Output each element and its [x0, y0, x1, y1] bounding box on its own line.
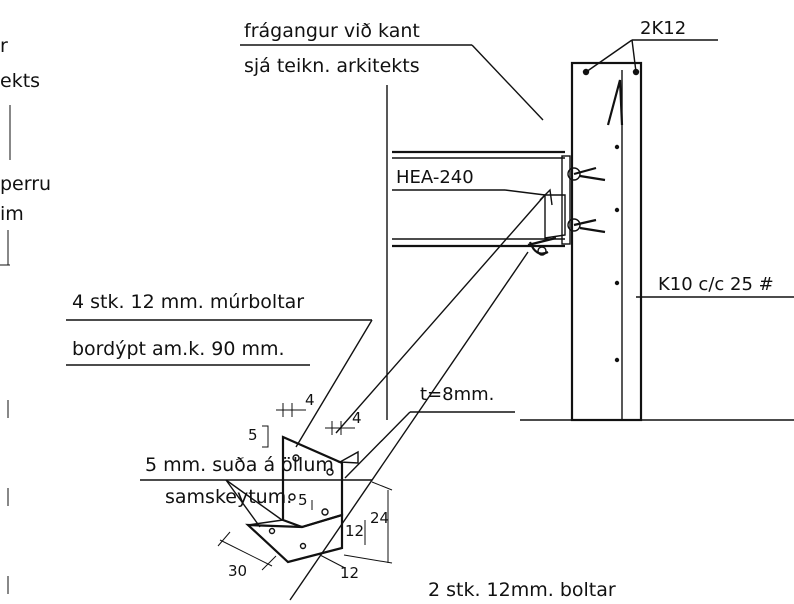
- thickness-label: t=8mm.: [420, 384, 494, 405]
- support-angle: [544, 194, 566, 239]
- anchor-bolt-lower-tail: [573, 218, 606, 234]
- bracket-hole-1: [292, 454, 300, 462]
- hook-bar: [606, 79, 624, 126]
- thickness-leader: [344, 411, 411, 479]
- bottom-bolts-label: 2 stk. 12mm. boltar: [428, 579, 616, 601]
- dim-top-1: 4: [305, 391, 315, 409]
- bracket-hole-4: [321, 508, 329, 516]
- dim-24: 24: [370, 509, 389, 527]
- dim-30-tick-b: [261, 555, 277, 571]
- weld-leader-2: [225, 479, 261, 528]
- beam-label: HEA-240: [396, 167, 474, 188]
- anchor-bolt-upper: [567, 167, 581, 181]
- weld-label-2: samskeytum.: [165, 486, 292, 508]
- dim-24-tick-top: [371, 481, 393, 491]
- left-fragment-2: ekts: [0, 70, 40, 92]
- weld-leader-1: [225, 479, 283, 521]
- dim-24-tick-bottom: [343, 554, 393, 564]
- bracket-back-plate: [281, 435, 344, 529]
- bracket-base-plate: [245, 513, 344, 564]
- leader-long-1: [335, 194, 546, 434]
- bolts-leader: [295, 319, 373, 448]
- end-plate: [561, 155, 571, 245]
- dim-30-line: [219, 539, 273, 567]
- stirrup-label: K10 c/c 25 #: [658, 274, 774, 295]
- bolts-label-2: bordýpt am.k. 90 mm.: [72, 338, 285, 360]
- dim-top-2: 4: [352, 409, 362, 427]
- beam-leader: [504, 189, 546, 196]
- anchor-bolt-upper-tail: [573, 166, 606, 182]
- edge-finish-leader: [471, 44, 544, 121]
- bracket-hole-2: [326, 468, 334, 476]
- bracket-hole-3: [288, 493, 296, 501]
- support-angle-weld: [539, 188, 553, 206]
- weld-triangle: [337, 450, 359, 464]
- dim-12-lower: 12: [340, 564, 359, 582]
- bolts-label-1: 4 stk. 12 mm. múrboltar: [72, 291, 304, 313]
- dim-12-upper: 12: [345, 522, 364, 540]
- rebar-dot-3: [614, 280, 620, 286]
- anchor-bolt-lower: [567, 218, 581, 232]
- rebar-dot-1: [614, 144, 620, 150]
- see-architect-label: sjá teikn. arkitekts: [244, 55, 420, 77]
- rebar-top-label: 2K12: [640, 18, 686, 39]
- dim-30: 30: [228, 562, 247, 580]
- rebar-dot-2: [614, 207, 620, 213]
- weld-label-1: 5 mm. suða á öllum: [145, 454, 334, 476]
- dim-inner-5: 5: [298, 491, 308, 509]
- left-fragment-1: r: [0, 35, 8, 57]
- lower-bolt-head: [537, 246, 547, 256]
- left-fragment-3: perru: [0, 173, 51, 195]
- dim-side-5: 5: [248, 426, 258, 444]
- bracket-hole-6: [299, 542, 307, 550]
- edge-finish-label: frágangur við kant: [244, 20, 420, 42]
- dim-12-lower-line: [319, 554, 346, 569]
- rebar-top-leader-2: [631, 39, 637, 73]
- rebar-dot-4: [614, 357, 620, 363]
- leader-long-2: [289, 251, 529, 601]
- dim-30-tick-a: [217, 531, 231, 547]
- left-fragment-4: im: [0, 203, 24, 225]
- rebar-top-leader: [585, 39, 633, 73]
- bracket-edge: [247, 519, 284, 526]
- concrete-column: [570, 61, 643, 422]
- dim-side-5-bracket: [262, 425, 269, 448]
- bracket-hole-5: [268, 527, 276, 535]
